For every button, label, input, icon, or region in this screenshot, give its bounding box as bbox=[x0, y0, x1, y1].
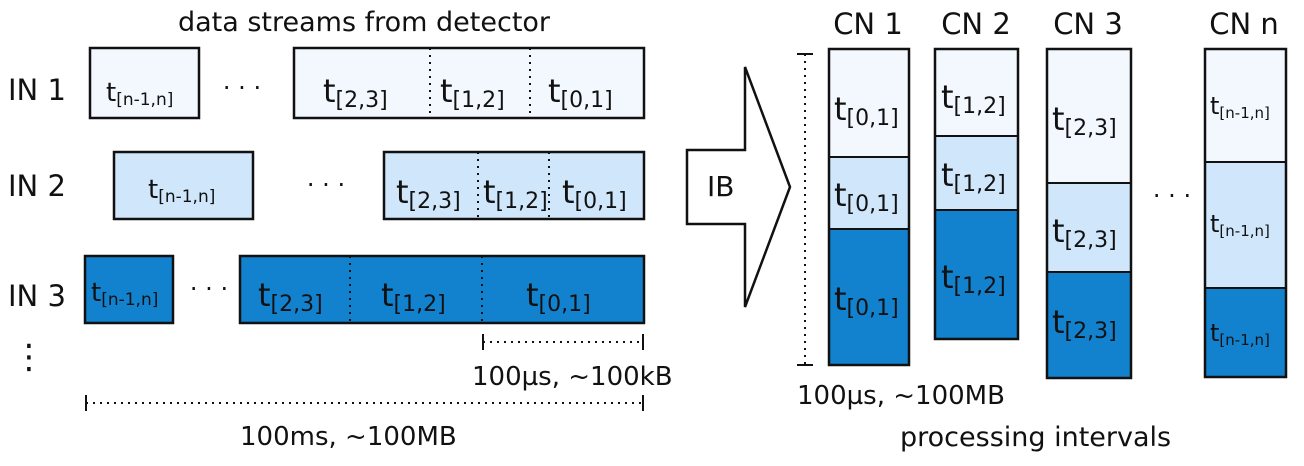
in3-first-box bbox=[85, 256, 173, 323]
cn3-column: t[2,3] t[2,3] t[2,3] bbox=[1045, 47, 1133, 380]
cn2-cell-2 bbox=[935, 136, 1018, 210]
cn2-cell-3 bbox=[935, 210, 1018, 339]
in1-stream: t[n-1,n] · · · t[2,3] t[1,2] t[0,1] bbox=[88, 46, 646, 120]
measure-ms-label: 100ms, ~100MB bbox=[240, 422, 457, 452]
in1-t12-label: t[1,2] bbox=[440, 72, 505, 113]
in2-first-box bbox=[114, 152, 253, 219]
in2-label: IN 2 bbox=[8, 169, 66, 203]
cn3-cell-3 bbox=[1047, 272, 1131, 378]
cn3-cell-2 bbox=[1047, 183, 1131, 272]
cn3-t23-mid: t[2,3] bbox=[1052, 212, 1117, 253]
ib-arrow bbox=[685, 66, 792, 308]
cn1-cell-3 bbox=[829, 229, 909, 365]
cn2-label: CN 2 bbox=[941, 7, 1011, 41]
cnn-t-n-bottom: t[n-1,n] bbox=[1210, 319, 1270, 349]
in3-t12-label: t[1,2] bbox=[381, 276, 446, 317]
in3-main-box bbox=[240, 256, 644, 323]
measure-cn-bracket bbox=[797, 53, 813, 366]
in3-stream: t[n-1,n] · · · t[2,3] t[1,2] t[0,1] bbox=[83, 254, 646, 325]
in2-main-box bbox=[384, 152, 644, 219]
in3-label: IN 3 bbox=[8, 279, 66, 313]
in2-ellipsis: · · · bbox=[307, 171, 345, 199]
cn1-t01-top: t[0,1] bbox=[834, 90, 899, 131]
cn2-column: t[1,2] t[1,2] t[1,2] bbox=[933, 47, 1020, 341]
cn2-cell-1 bbox=[935, 49, 1018, 136]
in1-first-box bbox=[90, 48, 199, 118]
in1-ellipsis: · · · bbox=[223, 74, 261, 102]
in1-t01-label: t[0,1] bbox=[548, 72, 613, 113]
in2-t12-label: t[1,2] bbox=[483, 173, 548, 214]
cn1-label: CN 1 bbox=[833, 7, 903, 41]
cnn-cell-3 bbox=[1205, 288, 1286, 377]
in1-label: IN 1 bbox=[8, 73, 66, 107]
cnn-cell-2 bbox=[1205, 162, 1286, 288]
measure-small-bracket bbox=[482, 334, 644, 350]
cn-ellipsis: · · · bbox=[1153, 182, 1191, 210]
cnn-t-n-top: t[n-1,n] bbox=[1210, 92, 1270, 122]
cn2-t12-mid: t[1,2] bbox=[941, 156, 1006, 197]
cn3-cell-1 bbox=[1047, 49, 1131, 183]
more-inputs-ellipsis: ⋮ bbox=[12, 337, 46, 377]
cn1-cell-2 bbox=[829, 157, 909, 229]
cn1-cell-1 bbox=[829, 49, 909, 157]
cnn-t-n-mid: t[n-1,n] bbox=[1210, 210, 1270, 240]
cn2-t12-top: t[1,2] bbox=[941, 78, 1006, 119]
in1-t-n-label: t[n-1,n] bbox=[106, 78, 173, 110]
cn2-t12-bottom: t[1,2] bbox=[941, 258, 1006, 299]
cn3-t23-top: t[2,3] bbox=[1052, 100, 1117, 141]
in3-t23-label: t[2,3] bbox=[258, 276, 323, 317]
in2-stream: t[n-1,n] · · · t[2,3] t[1,2] t[0,1] bbox=[112, 150, 646, 221]
cnn-label: CN n bbox=[1209, 7, 1279, 41]
cn1-column: t[0,1] t[0,1] t[0,1] bbox=[827, 47, 911, 367]
measure-cn-label: 100µs, ~100MB bbox=[797, 381, 1005, 411]
processing-label: processing intervals bbox=[900, 422, 1171, 453]
in2-t01-label: t[0,1] bbox=[562, 173, 627, 214]
measure-ms-bracket bbox=[85, 395, 644, 411]
ib-label: IB bbox=[707, 170, 734, 203]
in1-t23-label: t[2,3] bbox=[323, 72, 388, 113]
cn1-t01-mid: t[0,1] bbox=[834, 176, 899, 217]
in3-t-n-label: t[n-1,n] bbox=[91, 278, 158, 310]
cn1-t01-bottom: t[0,1] bbox=[834, 280, 899, 321]
cnn-cell-1 bbox=[1205, 49, 1286, 162]
in3-ellipsis: · · · bbox=[190, 275, 228, 303]
in3-t01-label: t[0,1] bbox=[526, 276, 591, 317]
in1-main-box bbox=[294, 48, 644, 118]
cnn-column: t[n-1,n] t[n-1,n] t[n-1,n] bbox=[1203, 47, 1288, 379]
in2-t-n-label: t[n-1,n] bbox=[148, 175, 215, 207]
measure-small-label: 100µs, ~100kB bbox=[472, 362, 673, 392]
cn3-label: CN 3 bbox=[1053, 7, 1123, 41]
cn3-t23-bottom: t[2,3] bbox=[1052, 303, 1117, 344]
diagram-title: data streams from detector bbox=[178, 7, 551, 38]
in2-t23-label: t[2,3] bbox=[396, 173, 461, 214]
